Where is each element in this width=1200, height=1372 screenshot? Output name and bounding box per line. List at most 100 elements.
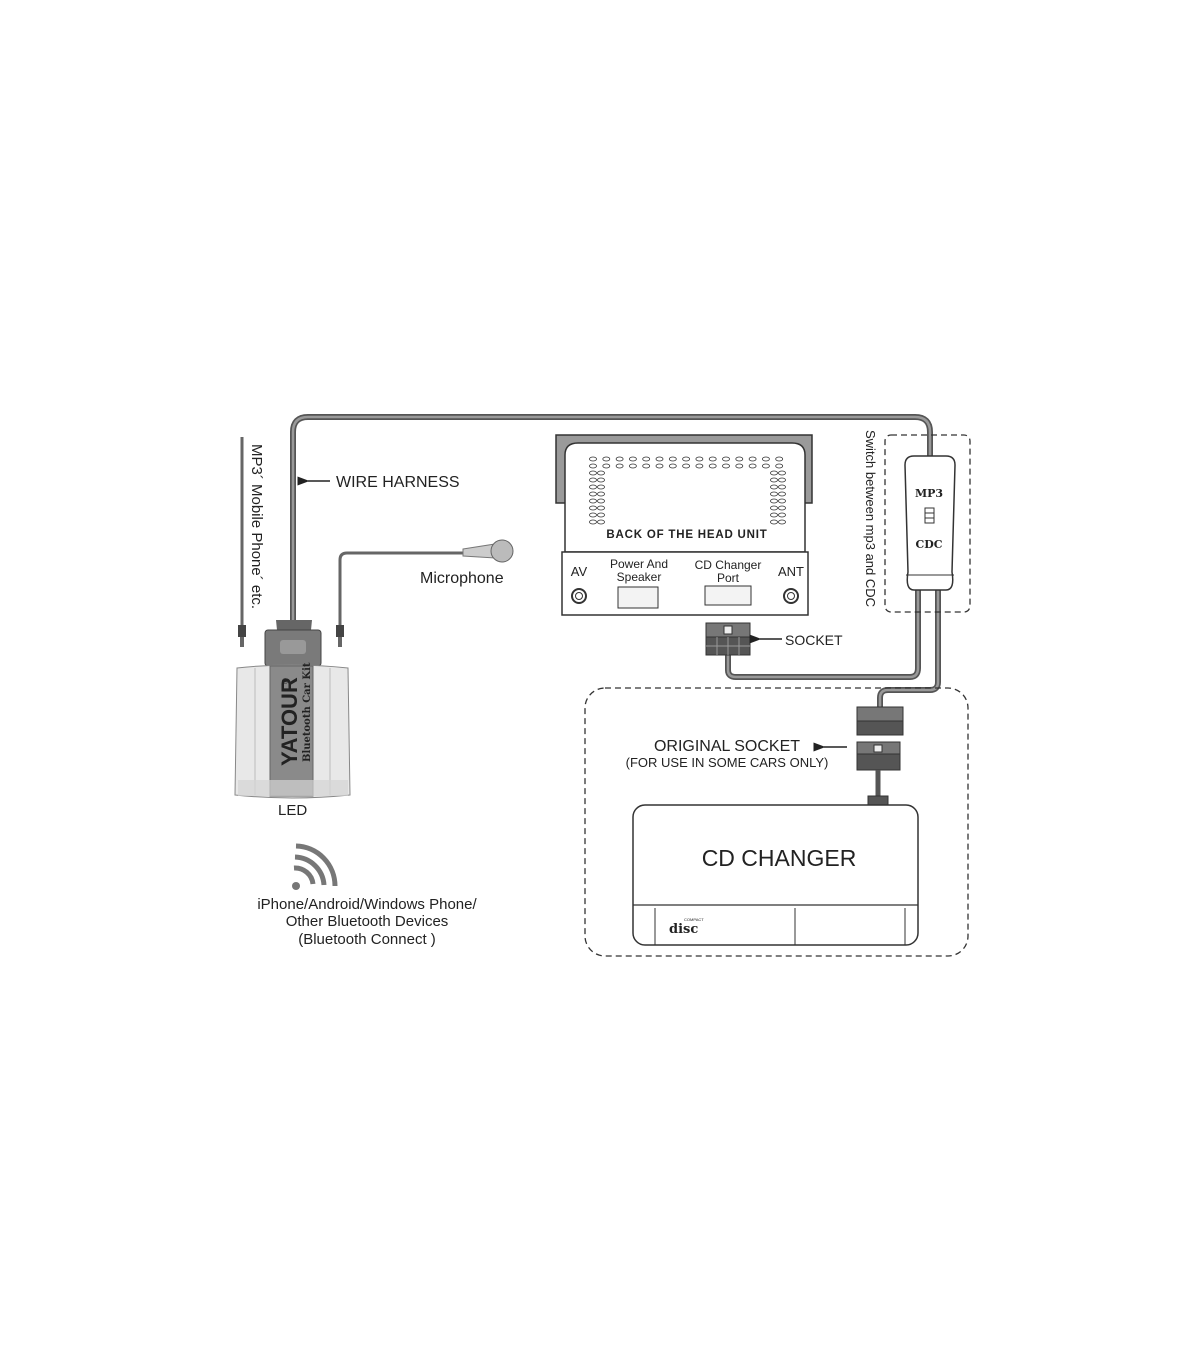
product-name: Bluetooth Car Kit	[302, 662, 313, 762]
vent-hole	[778, 505, 786, 511]
vent-hole	[778, 470, 786, 476]
side-note: MP3´ Mobile Phone´ etc.	[248, 444, 265, 609]
vent-hole	[589, 512, 597, 518]
vent-hole	[722, 456, 730, 462]
vent-hole	[748, 463, 757, 469]
compact-disc-logo-small: COMPACT	[684, 917, 704, 922]
slider-switch-icon[interactable]	[924, 507, 935, 524]
ant-port	[783, 588, 799, 604]
vent-hole	[708, 456, 717, 462]
vent-hole	[722, 463, 730, 469]
vent-hole	[589, 456, 597, 462]
vent-hole	[682, 463, 690, 469]
vent-hole	[655, 456, 664, 462]
original-socket-note: (FOR USE IN SOME CARS ONLY)	[626, 755, 829, 770]
vent-hole	[597, 505, 605, 511]
switch-cdc-label: CDC	[915, 538, 942, 551]
vent-hole	[668, 463, 677, 469]
led-label: LED	[278, 802, 307, 819]
vent-hole	[778, 491, 786, 497]
vent-hole	[589, 477, 597, 483]
vent-hole	[589, 505, 597, 511]
vent-hole	[597, 519, 605, 525]
vent-hole	[735, 456, 744, 462]
microphone-label: Microphone	[420, 570, 504, 587]
vent-hole	[615, 456, 624, 462]
vent-hole	[589, 491, 597, 497]
vent-hole	[775, 463, 784, 469]
vent-hole	[735, 463, 744, 469]
switch-dashed-box	[884, 434, 971, 613]
head-unit-vents	[589, 456, 786, 525]
vent-hole	[602, 463, 611, 469]
vent-hole	[597, 512, 605, 518]
vent-hole	[770, 477, 778, 483]
power-label-2: Speaker	[617, 570, 662, 584]
devices-line-3: (Bluetooth Connect )	[298, 931, 436, 948]
vent-hole	[778, 519, 786, 525]
mp3-cdc-switch[interactable]	[904, 455, 956, 591]
wire-harness-label: WIRE HARNESS	[336, 474, 460, 491]
original-socket-connector	[856, 741, 901, 806]
vent-hole	[770, 470, 778, 476]
vent-hole	[762, 456, 770, 462]
vent-hole	[770, 484, 778, 490]
vent-hole	[695, 456, 704, 462]
vent-hole	[615, 463, 624, 469]
microphone-cable	[338, 551, 465, 625]
vent-hole	[770, 491, 778, 497]
switch-mp3-label: MP3	[915, 487, 943, 500]
vent-hole	[629, 463, 637, 469]
socket-connector	[705, 622, 751, 656]
vent-hole	[589, 470, 597, 476]
power-speaker-port	[617, 586, 659, 609]
brand-reg: ®	[281, 678, 290, 684]
vent-hole	[629, 456, 637, 462]
head-unit-label: BACK OF THE HEAD UNIT	[606, 529, 767, 541]
ant-label: ANT	[778, 564, 804, 579]
vent-hole	[668, 456, 677, 462]
vent-hole	[589, 484, 597, 490]
bluetooth-car-kit-device	[234, 620, 351, 799]
vent-hole	[770, 498, 778, 504]
head-unit	[555, 434, 813, 616]
socket-label: SOCKET	[785, 632, 843, 648]
vent-hole	[597, 477, 605, 483]
aux-jack-icon	[238, 625, 246, 647]
compact-disc-logo: disc	[669, 922, 698, 937]
power-label-1: Power And	[610, 557, 668, 571]
vent-hole	[597, 498, 605, 504]
vent-hole	[770, 512, 778, 518]
switch-note: Switch between mp3 and CDC	[863, 430, 878, 607]
vent-hole	[770, 519, 778, 525]
cd-changer-label: CD CHANGER	[702, 845, 857, 871]
vent-hole	[655, 463, 664, 469]
vent-hole	[770, 505, 778, 511]
changer-plug	[856, 706, 904, 736]
vent-hole	[589, 498, 597, 504]
brand-logo: YATOUR	[277, 677, 302, 766]
vent-hole	[762, 463, 770, 469]
cd-changer-dashed-box	[584, 687, 969, 957]
devices-line-2: Other Bluetooth Devices	[286, 913, 449, 930]
av-port	[571, 588, 587, 604]
vent-hole	[778, 498, 786, 504]
vent-hole	[642, 456, 651, 462]
vent-hole	[682, 456, 690, 462]
devices-line-1: iPhone/Android/Windows Phone/	[257, 896, 477, 913]
vent-hole	[589, 463, 597, 469]
vent-hole	[778, 484, 786, 490]
vent-hole	[695, 463, 704, 469]
vent-hole	[642, 463, 651, 469]
vent-hole	[597, 491, 605, 497]
cd-changer-port	[704, 585, 752, 606]
vent-hole	[775, 456, 784, 462]
vent-hole	[778, 512, 786, 518]
cd-changer	[632, 804, 919, 946]
vent-hole	[748, 456, 757, 462]
original-socket-label: ORIGINAL SOCKET	[654, 738, 800, 755]
microphone-icon	[462, 539, 514, 563]
vent-hole	[589, 519, 597, 525]
aux-jack-icon	[336, 625, 344, 647]
